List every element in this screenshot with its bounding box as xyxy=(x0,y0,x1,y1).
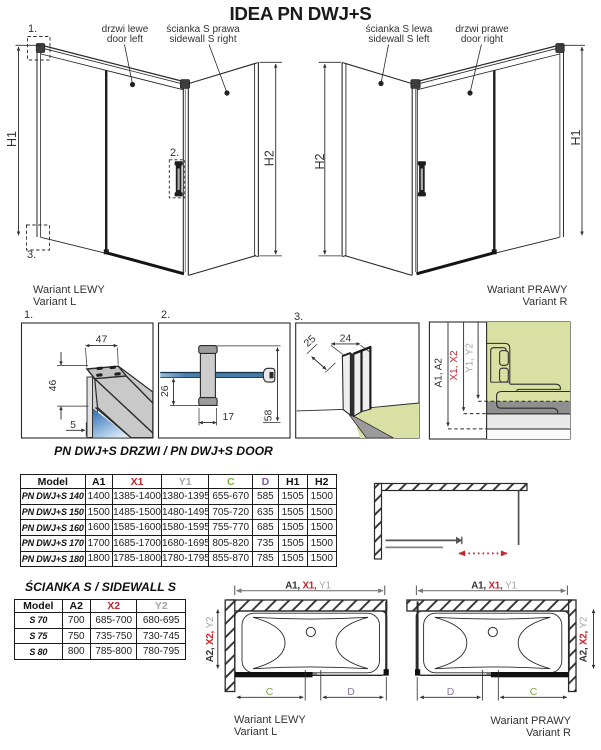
svg-text:H2: H2 xyxy=(262,150,276,166)
svg-text:Y1, Y2: Y1, Y2 xyxy=(465,343,476,373)
svg-text:D: D xyxy=(347,686,355,698)
svg-text:47: 47 xyxy=(96,334,108,346)
svg-text:26: 26 xyxy=(159,385,171,397)
svg-text:58: 58 xyxy=(262,410,274,422)
svg-text:A1, A2: A1, A2 xyxy=(433,358,444,388)
svg-text:X1, X2: X1, X2 xyxy=(449,350,460,380)
svg-text:A2, X2, Y2: A2, X2, Y2 xyxy=(205,617,216,662)
svg-text:A1, X1, Y1: A1, X1, Y1 xyxy=(285,580,330,591)
svg-text:H1: H1 xyxy=(569,129,583,145)
svg-text:17: 17 xyxy=(222,411,234,423)
svg-text:H1: H1 xyxy=(5,131,19,147)
svg-text:24: 24 xyxy=(340,332,352,344)
svg-text:C: C xyxy=(530,686,538,698)
svg-text:5: 5 xyxy=(70,419,76,431)
svg-text:D: D xyxy=(447,686,455,698)
svg-text:46: 46 xyxy=(47,380,59,392)
svg-text:25: 25 xyxy=(302,333,319,350)
svg-text:A2, X2, Y2: A2, X2, Y2 xyxy=(578,617,589,662)
svg-text:C: C xyxy=(266,686,274,698)
svg-text:A1, X1, Y1: A1, X1, Y1 xyxy=(471,580,516,591)
